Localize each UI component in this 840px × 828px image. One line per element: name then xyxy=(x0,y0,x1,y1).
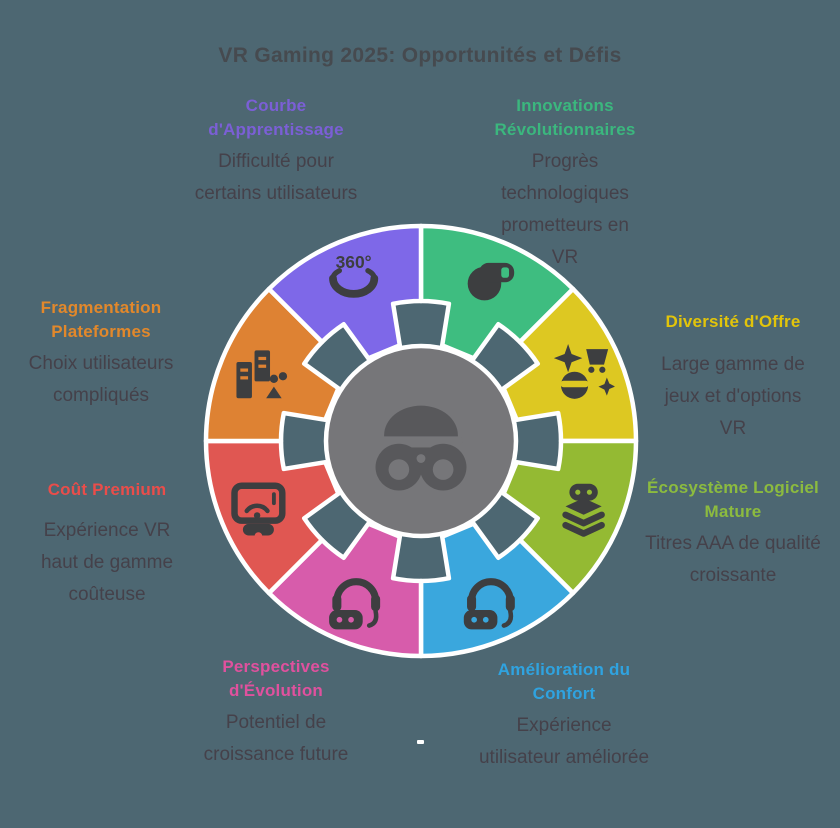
callout-heading-perspectives: Perspectives d'Évolution xyxy=(222,657,330,701)
callout-body-courbe: Difficulté pour certains utilisateurs xyxy=(194,151,358,205)
callout-body-cout: Expérience VR haut de gamme coûteuse xyxy=(40,520,174,605)
layers-gamepad-icon xyxy=(566,484,602,534)
callout-heading-innovations: Innovations Révolutionnaires xyxy=(494,96,636,140)
callout-diversite: Diversité d'Offre Large gamme de jeux et… xyxy=(633,310,833,445)
callout-perspectives: Perspectives d'Évolution Potentiel de cr… xyxy=(176,655,376,771)
callout-heading-courbe: Courbe d'Apprentissage xyxy=(208,96,344,140)
callout-body-fragmentation: Choix utilisateurs compliqués xyxy=(28,353,174,407)
callout-cout: Coût Premium Expérience VR haut de gamme… xyxy=(7,478,207,611)
callout-body-ecosysteme: Titres AAA de qualité croissante xyxy=(645,533,821,587)
stray-dot xyxy=(417,740,424,744)
callout-body-perspectives: Potentiel de croissance future xyxy=(203,712,349,766)
callout-heading-diversite: Diversité d'Offre xyxy=(665,312,801,331)
callout-heading-ecosysteme: Écosystème Logiciel Mature xyxy=(647,478,819,522)
page-title: VR Gaming 2025: Opportunités et Défis xyxy=(218,44,622,67)
callout-heading-cout: Coût Premium xyxy=(47,480,167,499)
callout-body-diversite: Large gamme de jeux et d'options VR xyxy=(661,354,805,439)
callout-courbe: Courbe d'Apprentissage Difficulté pour c… xyxy=(176,94,376,210)
callout-fragmentation: Fragmentation Plateformes Choix utilisat… xyxy=(1,296,201,412)
callout-heading-fragmentation: Fragmentation Plateformes xyxy=(40,298,162,342)
callout-ecosysteme: Écosystème Logiciel Mature Titres AAA de… xyxy=(638,476,828,592)
callout-body-amelioration: Expérience utilisateur améliorée xyxy=(478,715,650,769)
callout-amelioration: Amélioration du Confort Expérience utili… xyxy=(464,658,664,774)
callout-body-innovations: Progrès technologiques prometteurs en VR xyxy=(501,151,629,268)
wheel-svg: 360° xyxy=(203,223,639,659)
callout-innovations: Innovations Révolutionnaires Progrès tec… xyxy=(465,94,665,274)
callout-heading-amelioration: Amélioration du Confort xyxy=(497,660,631,704)
wheel-diagram: 360° xyxy=(191,211,651,671)
